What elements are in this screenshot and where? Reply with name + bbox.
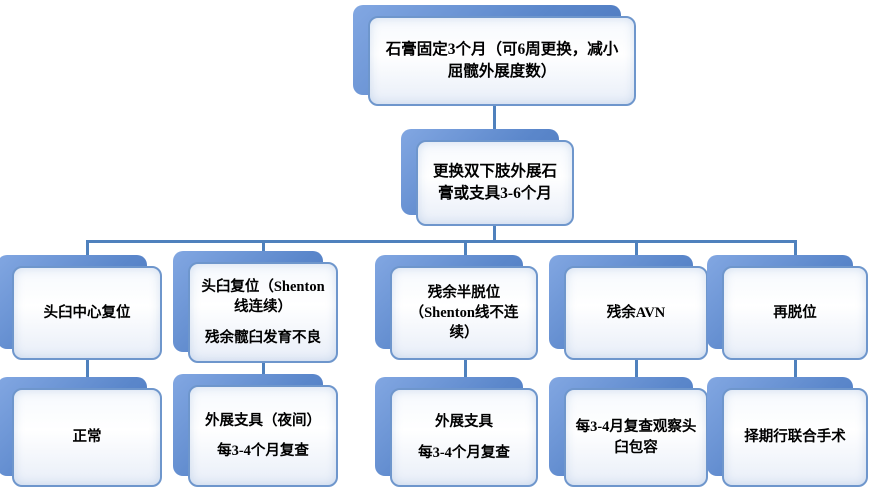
node-box: 外展支具（夜间） 每3-4个月复查 <box>188 385 338 487</box>
connector-branch-2-to-child <box>262 354 265 392</box>
node-reduction-shenton-continuous: 头臼复位（Shenton线连续） 残余髋臼发育不良 <box>173 251 338 363</box>
node-abduction-cast-change: 更换双下肢外展石膏或支具3-6个月 <box>401 129 574 226</box>
node-label: 更换双下肢外展石膏或支具3-6个月 <box>432 163 557 202</box>
node-label: 每3-4个月复查 <box>217 443 309 459</box>
node-box: 正常 <box>12 388 162 487</box>
node-label: 再脱位 <box>773 304 817 321</box>
node-box: 外展支具 每3-4个月复查 <box>390 388 538 487</box>
node-label: 正常 <box>72 429 102 446</box>
node-box: 头臼复位（Shenton线连续） 残余髋臼发育不良 <box>188 262 338 363</box>
node-label: 头臼复位（Shenton线连续） <box>201 279 325 316</box>
node-label: 每3-4个月复查 <box>418 444 510 461</box>
node-label: 外展支具（夜间） <box>205 412 321 429</box>
node-label: 石膏固定3个月（可6周更换，减小屈髋外展度数） <box>385 41 619 80</box>
connector-branch-1-to-child <box>86 354 89 392</box>
node-normal: 正常 <box>0 377 162 487</box>
node-label: 残余髋臼发育不良 <box>205 329 321 346</box>
node-label: 每3-4月复查观察头臼包容 <box>575 419 697 456</box>
node-label: 残余AVN <box>606 304 666 321</box>
node-box: 残余半脱位（Shenton线不连续） <box>390 266 538 360</box>
node-box: 再脱位 <box>722 266 868 360</box>
connector-stage2-to-bus <box>493 222 496 242</box>
connector-root-to-stage2 <box>493 104 496 144</box>
node-residual-avn: 残余AVN <box>549 255 708 360</box>
node-residual-subluxation: 残余半脱位（Shenton线不连续） <box>375 255 538 360</box>
node-concentric-reduction: 头臼中心复位 <box>0 255 162 360</box>
connector-bus <box>86 240 797 243</box>
connector-branch-4-to-child <box>635 354 638 392</box>
node-label: 择期行联合手术 <box>744 429 846 446</box>
node-abduction-brace: 外展支具 每3-4个月复查 <box>375 377 538 487</box>
node-followup-observation: 每3-4月复查观察头臼包容 <box>549 377 708 487</box>
connector-branch-3-to-child <box>464 354 467 392</box>
node-label: 外展支具 <box>435 414 493 431</box>
node-label: 头臼中心复位 <box>43 304 131 321</box>
node-box: 更换双下肢外展石膏或支具3-6个月 <box>416 140 574 226</box>
node-box: 残余AVN <box>564 266 708 360</box>
connector-branch-5-to-child <box>794 354 797 392</box>
node-box: 择期行联合手术 <box>722 388 868 487</box>
node-box: 石膏固定3个月（可6周更换，减小屈髋外展度数） <box>368 16 636 106</box>
node-box: 头臼中心复位 <box>12 266 162 360</box>
node-night-abduction-brace: 外展支具（夜间） 每3-4个月复查 <box>173 374 338 487</box>
node-elective-combined-surgery: 择期行联合手术 <box>707 377 868 487</box>
node-redislocation: 再脱位 <box>707 255 868 360</box>
node-cast-fixation: 石膏固定3个月（可6周更换，减小屈髋外展度数） <box>353 5 636 106</box>
node-label: 残余半脱位（Shenton线不连续） <box>409 284 519 342</box>
node-box: 每3-4月复查观察头臼包容 <box>564 388 708 487</box>
